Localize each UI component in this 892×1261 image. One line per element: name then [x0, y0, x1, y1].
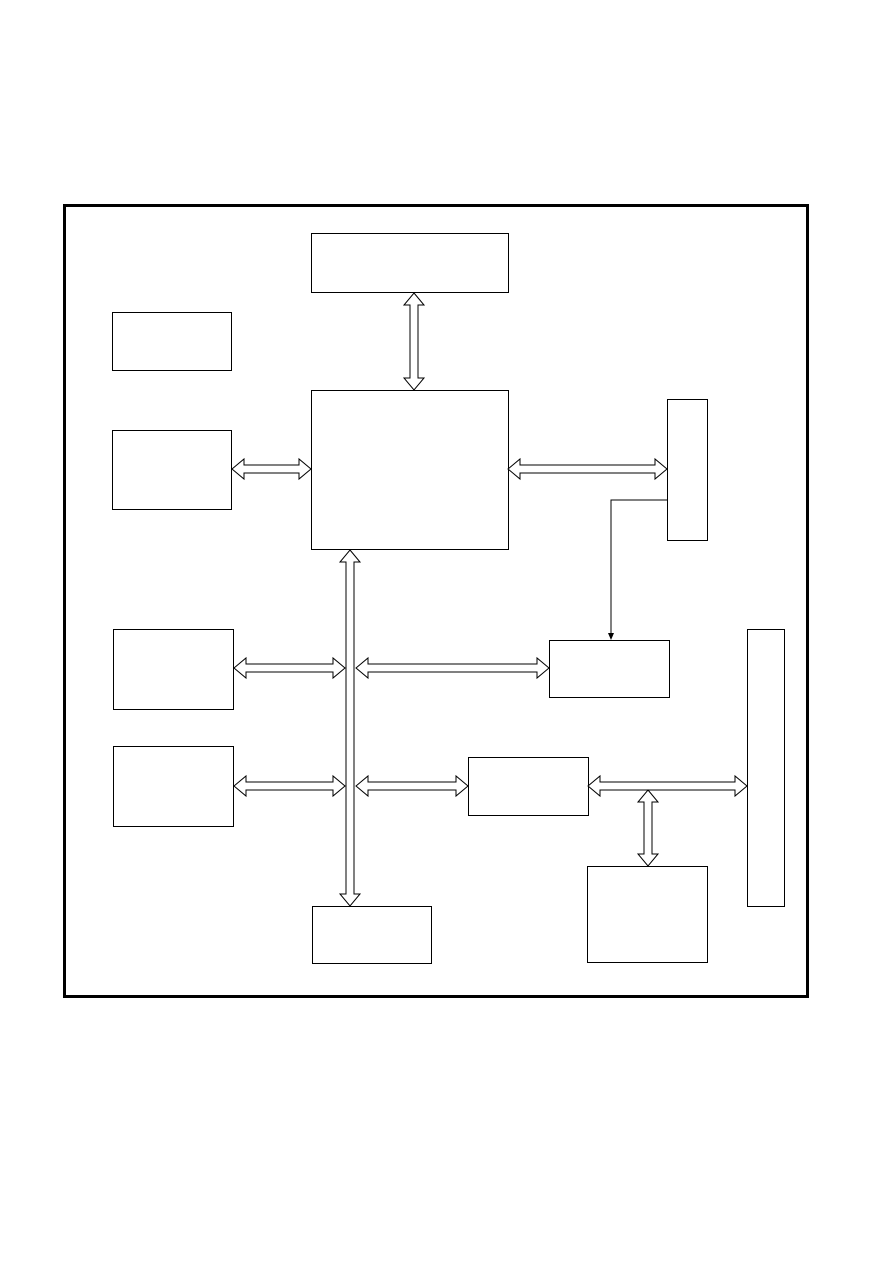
right-middle-block [549, 640, 670, 698]
bus-main-to-center-bottom [355, 774, 469, 798]
bus-left-bottom-to-main [233, 774, 346, 798]
bus-left-middle-to-main [233, 656, 346, 680]
left-bottom-block [113, 746, 234, 827]
left-lower-block-a [112, 430, 232, 510]
main-vertical-bus [338, 549, 362, 907]
center-bottom-right-block [468, 757, 589, 816]
control-line-arrow [608, 499, 667, 640]
left-middle-block [113, 629, 234, 710]
bottom-right-block [587, 866, 708, 963]
top-block [311, 233, 509, 293]
bus-center-bottom-to-far-right [587, 774, 748, 798]
bus-central-to-right [507, 457, 668, 481]
far-right-tall-block [747, 629, 785, 907]
outer-frame [63, 204, 809, 998]
bus-secondary-to-bottom-right [636, 789, 660, 867]
bottom-center-block [312, 906, 432, 964]
bus-left-to-central [231, 457, 312, 481]
right-tall-block [667, 399, 708, 541]
bus-main-to-right-middle [355, 656, 550, 680]
bus-top-to-central [402, 292, 426, 391]
left-upper-block [112, 312, 232, 371]
central-block [311, 390, 509, 550]
